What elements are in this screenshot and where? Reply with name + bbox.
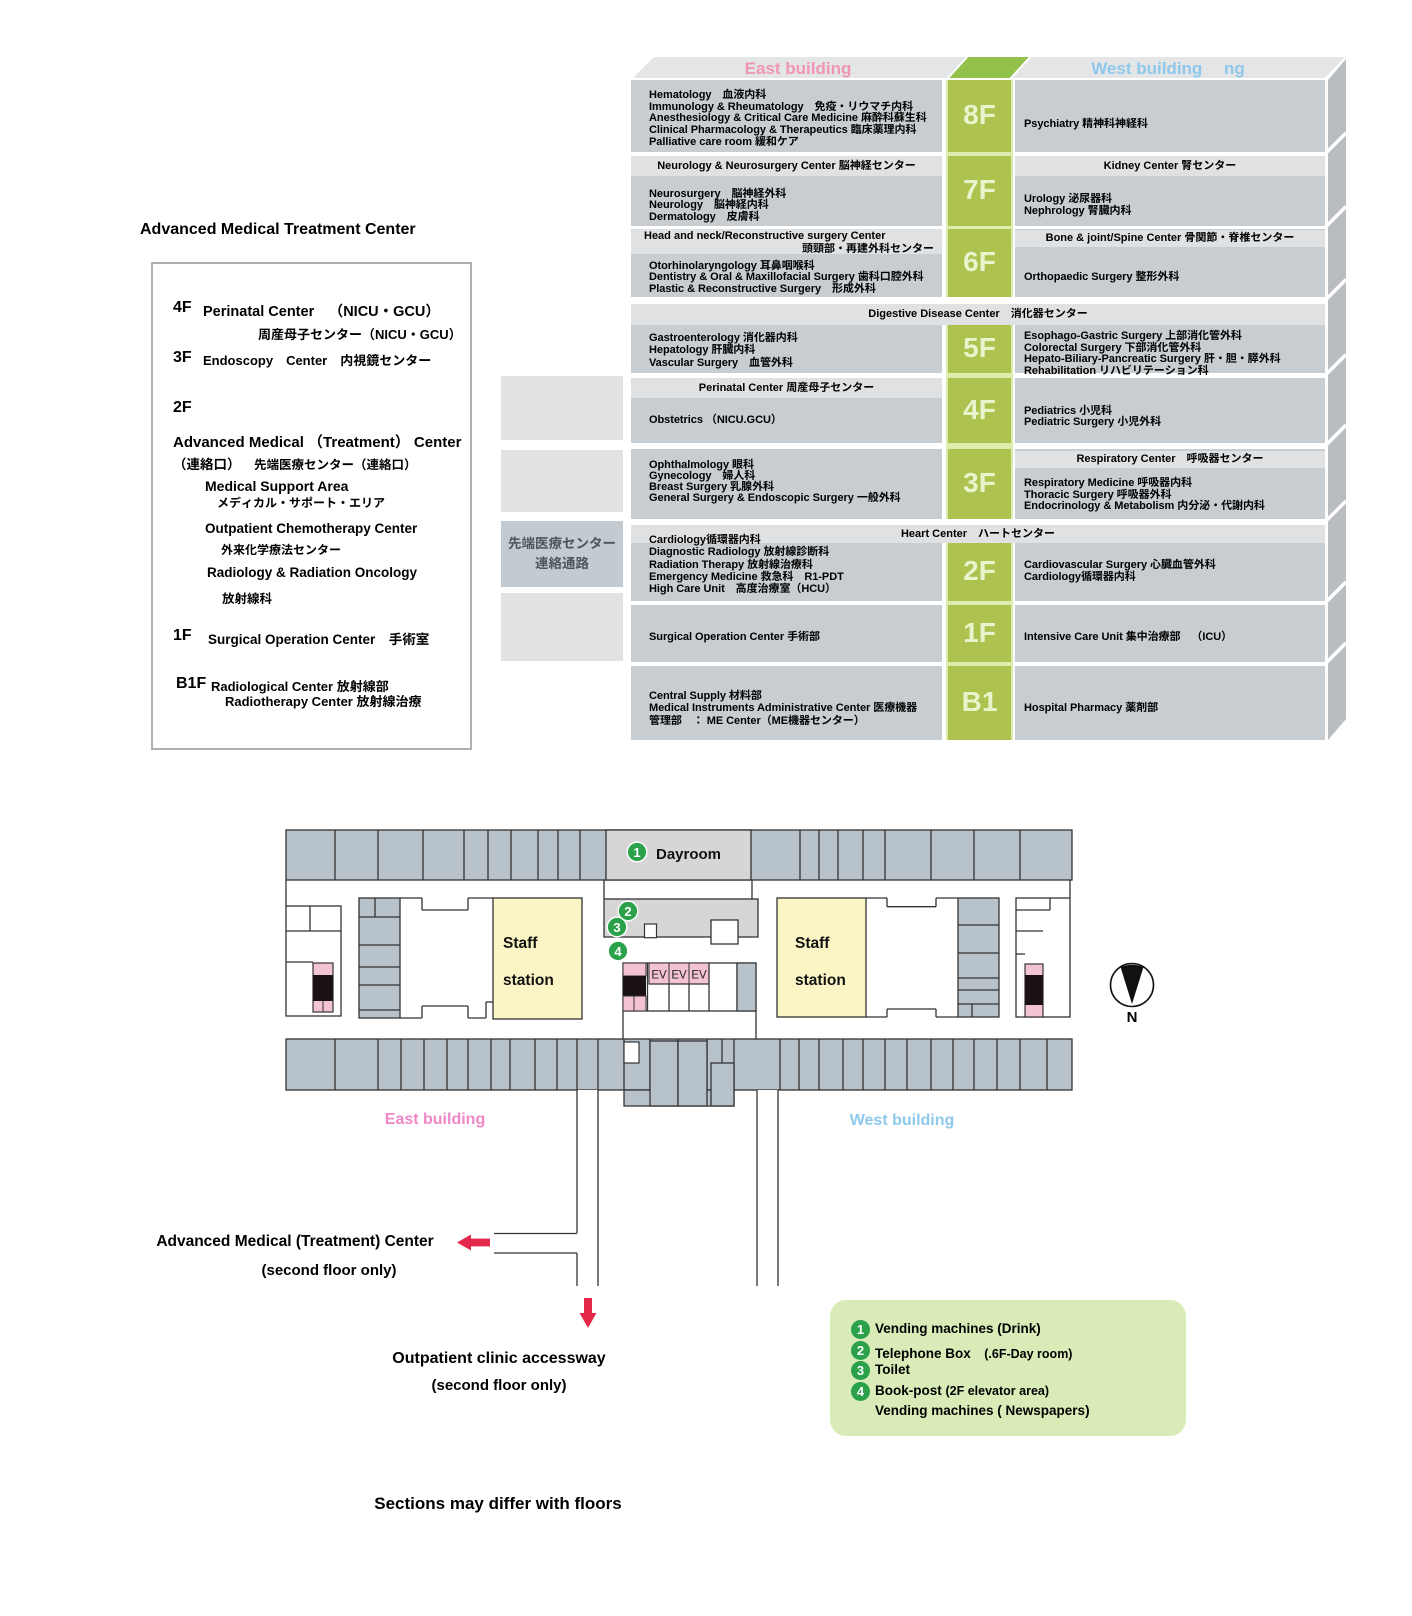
svg-text:station: station: [503, 972, 554, 989]
svg-text:station: station: [795, 972, 846, 989]
svg-text:East building: East building: [745, 59, 852, 78]
svg-text:West building ng: West building ng: [1091, 59, 1245, 78]
svg-text:4: 4: [614, 944, 622, 959]
svg-text:3: 3: [613, 920, 620, 935]
svg-text:Staff: Staff: [503, 935, 538, 952]
svg-text:Dayroom: Dayroom: [656, 846, 721, 863]
svg-text:2: 2: [624, 904, 631, 919]
svg-text:EV: EV: [691, 970, 707, 982]
svg-text:1: 1: [633, 845, 640, 860]
svg-text:Staff: Staff: [795, 935, 830, 952]
svg-text:EV: EV: [651, 970, 667, 982]
svg-text:N: N: [1127, 1009, 1138, 1026]
svg-text:EV: EV: [671, 970, 687, 982]
